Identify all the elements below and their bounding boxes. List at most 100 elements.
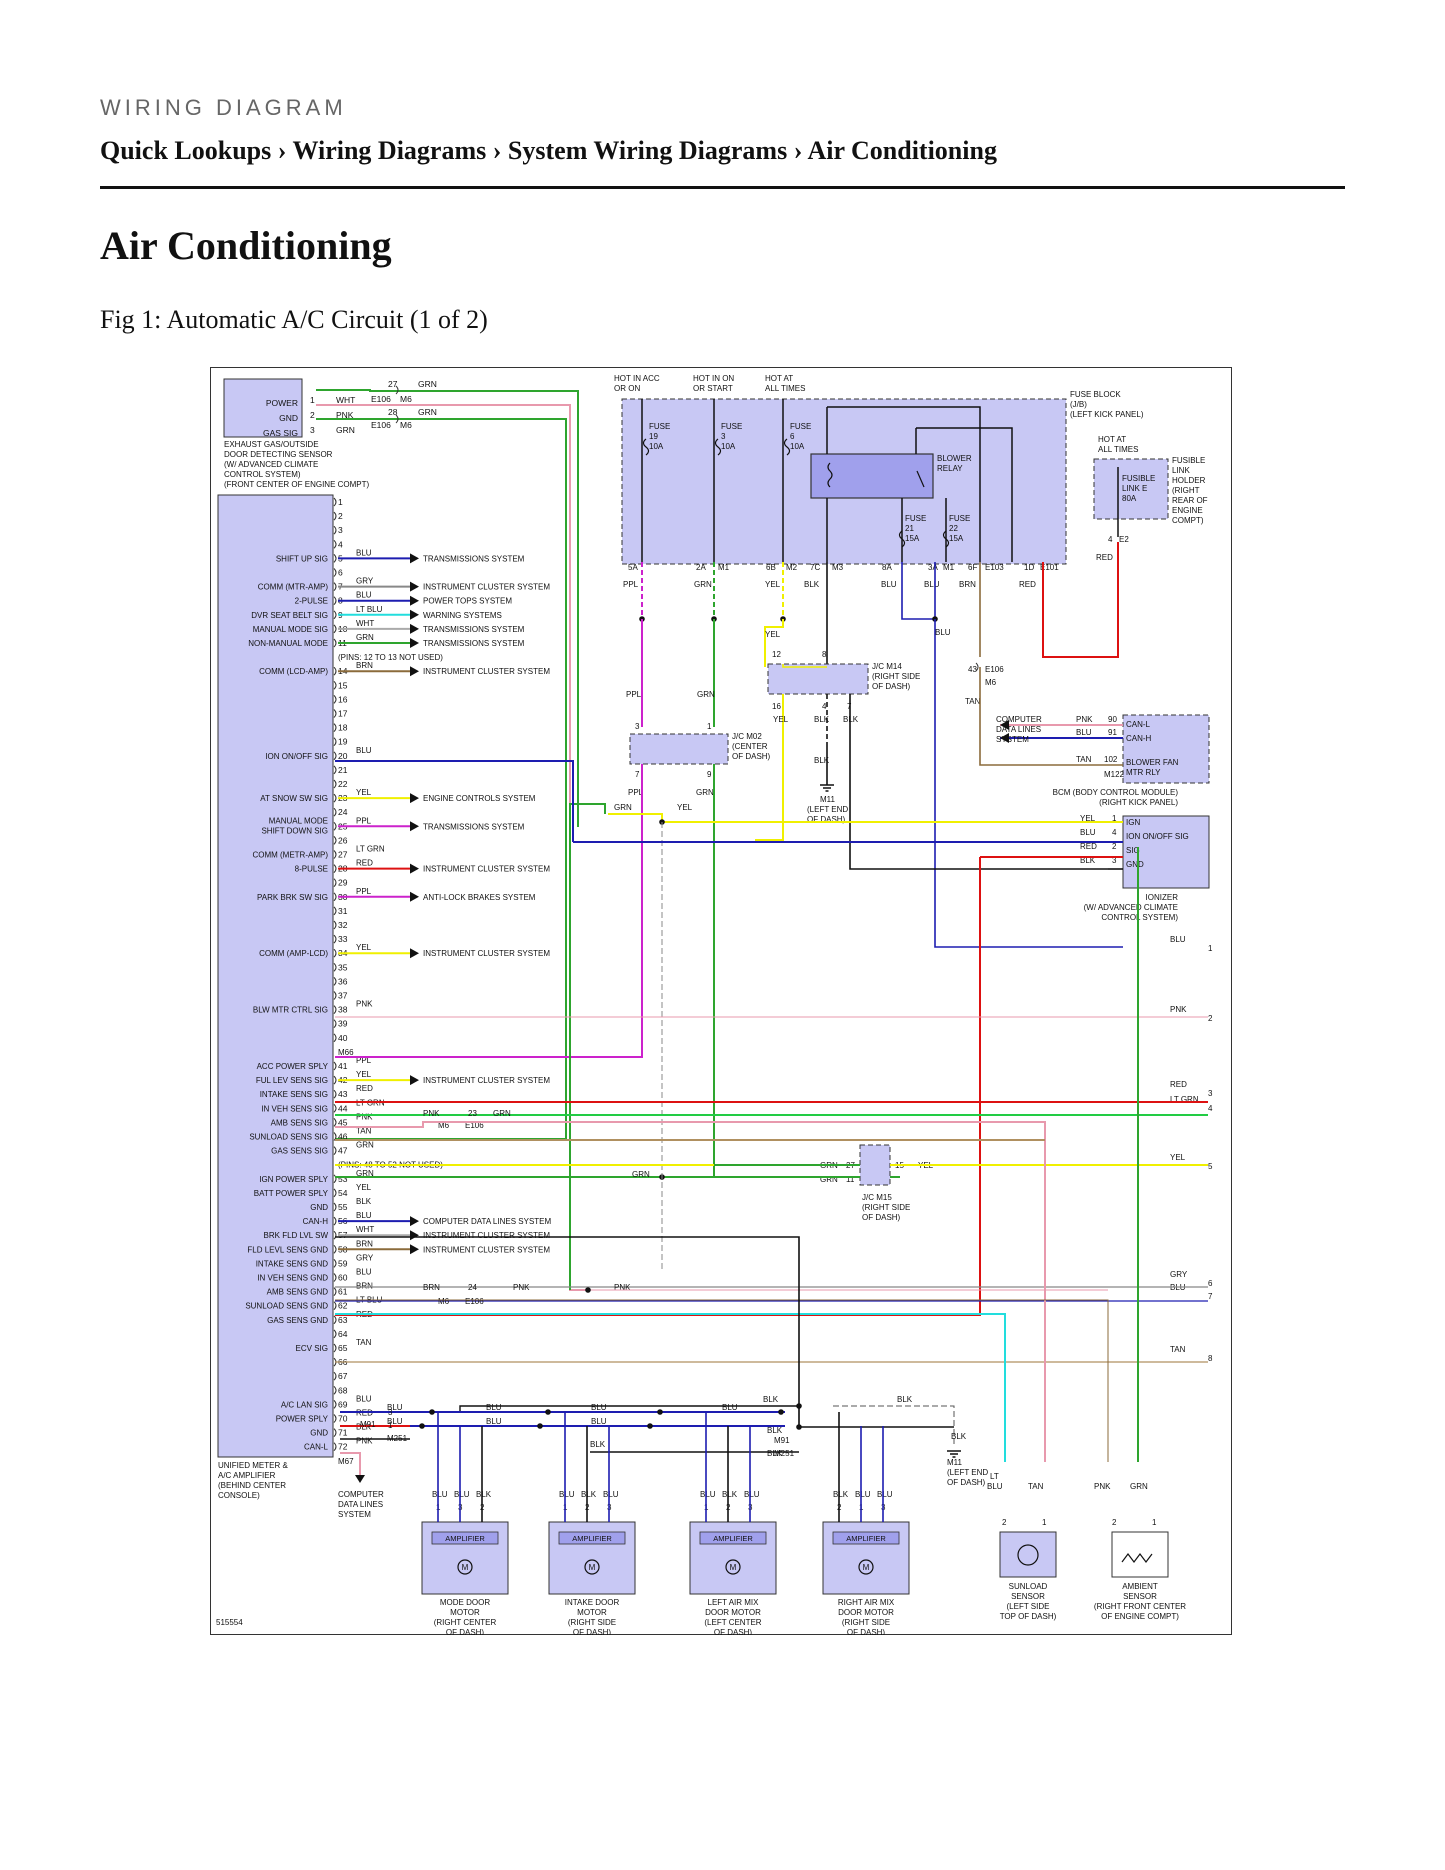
motor-icon bbox=[457, 1559, 473, 1575]
sensor-pin-number: 3 bbox=[310, 425, 315, 435]
pin-label: 12 bbox=[772, 650, 781, 659]
fuse-label: 15A bbox=[949, 534, 964, 543]
ionizer-wire-label: RED bbox=[1080, 842, 1097, 851]
exhaust-gas-sensor bbox=[223, 378, 303, 438]
grn-wire bbox=[569, 803, 606, 1290]
amplifier-wire-label: PNK bbox=[356, 1437, 373, 1446]
page-title: Air Conditioning bbox=[100, 223, 392, 268]
junction-label: J/C M14 bbox=[872, 662, 902, 671]
bus-label: BLU bbox=[486, 1417, 502, 1426]
connector-label: M251 bbox=[387, 1434, 408, 1443]
sunload-name: (LEFT SIDE bbox=[1007, 1602, 1050, 1611]
pin-label: 102 bbox=[1104, 755, 1118, 764]
wire-label: BLK bbox=[814, 715, 830, 724]
terminal-label: E103 bbox=[985, 563, 1004, 572]
connector-icon bbox=[333, 610, 337, 620]
wire-label: BLK bbox=[814, 756, 830, 765]
amplifier-pin-label: 8-PULSE bbox=[295, 865, 328, 874]
amplifier-pin-number: 17 bbox=[338, 709, 348, 719]
connector-label: E106 bbox=[371, 420, 391, 430]
amplifier-pin-number: 41 bbox=[338, 1061, 348, 1071]
amplifier-pin-label: ION ON/OFF SIG bbox=[265, 752, 328, 761]
actuator-name: MODE DOOR bbox=[440, 1598, 490, 1607]
connector-icon bbox=[333, 1118, 337, 1127]
terminal-label: 6F bbox=[968, 563, 977, 572]
connector-icon bbox=[333, 695, 337, 704]
pin-label: 4 bbox=[822, 702, 827, 711]
connector-icon bbox=[333, 1301, 337, 1311]
amplifier-wire-label: BRN bbox=[356, 1282, 373, 1291]
connector-icon bbox=[333, 1414, 337, 1423]
fuse-icon bbox=[714, 438, 722, 456]
amb-sens-wire bbox=[335, 1121, 1046, 1462]
connector-icon bbox=[333, 1385, 337, 1395]
actuator-name: (RIGHT CENTER bbox=[434, 1618, 497, 1627]
amplifier-pin-label: NON-MANUAL MODE bbox=[248, 639, 328, 648]
amplifier-wire-label: YEL bbox=[356, 943, 372, 952]
amplifier-wire-label: YEL bbox=[356, 1070, 372, 1079]
ambient-name: OF ENGINE COMPT) bbox=[1101, 1612, 1179, 1621]
breadcrumb-air-conditioning[interactable]: Air Conditioning bbox=[807, 136, 997, 165]
amplifier-wire-label: GRN bbox=[356, 1141, 374, 1150]
amplifier-wire-label: GRN bbox=[356, 1169, 374, 1178]
amb-gnd-wire bbox=[335, 1299, 1109, 1462]
amplifier-pin-number: 62 bbox=[338, 1301, 348, 1311]
sensor-wire-label: GRN bbox=[336, 425, 355, 435]
ionizer-wire-label: YEL bbox=[1080, 814, 1096, 823]
sunload-sensor-box bbox=[999, 1531, 1057, 1578]
hot-label: OR START bbox=[693, 384, 733, 393]
breadcrumb-system-wiring-diagrams[interactable]: System Wiring Diagrams bbox=[507, 136, 788, 165]
amplifier-pin-label: BLW MTR CTRL SIG bbox=[253, 1006, 328, 1015]
breadcrumb-quick-lookups[interactable]: Quick Lookups bbox=[100, 136, 272, 165]
terminal-label: 6B bbox=[766, 563, 776, 572]
amplifier-wire-label: GRN bbox=[356, 633, 374, 642]
wire-label: GRN bbox=[614, 803, 632, 812]
actuator-wire-label: BLK bbox=[476, 1490, 492, 1499]
sensor-wire-label: WHT bbox=[336, 395, 355, 405]
junction-label: (CENTER bbox=[732, 742, 768, 751]
connector-label: M6 bbox=[438, 1297, 450, 1306]
arrow-icon bbox=[410, 1244, 419, 1255]
ionizer-name: CONTROL SYSTEM) bbox=[1101, 913, 1178, 922]
amplifier-pin-label: COMM (MTR-AMP) bbox=[258, 583, 329, 592]
sensor-pin-label: GAS SIG bbox=[263, 428, 298, 438]
amplifier-pin-label: ACC POWER SPLY bbox=[257, 1062, 329, 1071]
pin-label: 1 bbox=[707, 722, 712, 731]
wire-label: GRN bbox=[1130, 1482, 1148, 1491]
wire-label: YEL bbox=[765, 630, 781, 639]
connector-icon bbox=[333, 497, 337, 507]
actuator-name: OF DASH) bbox=[714, 1628, 753, 1635]
amplifier-wire-label: RED bbox=[356, 1084, 373, 1093]
continuation-number: 3 bbox=[1208, 1089, 1213, 1098]
junction-label: OF DASH) bbox=[862, 1213, 901, 1222]
motor-icon bbox=[584, 1559, 600, 1575]
amplifier-pin-label: BRK FLD LVL SW bbox=[264, 1231, 329, 1240]
fuse-block-name: (LEFT KICK PANEL) bbox=[1070, 410, 1144, 419]
amplifier-pin-number: 19 bbox=[338, 737, 348, 747]
amplifier-pin-number: 40 bbox=[338, 1033, 348, 1043]
wire-label: PPL bbox=[628, 788, 644, 797]
connector-label: M6 bbox=[400, 394, 412, 404]
amplifier-pin-number: 59 bbox=[338, 1258, 348, 1268]
bcm-box bbox=[1122, 714, 1210, 784]
fuse-label: FUSE bbox=[790, 422, 811, 431]
wire-label: RED bbox=[1096, 553, 1113, 562]
amplifier-name: (BEHIND CENTER bbox=[218, 1481, 286, 1490]
amplifier-pin-number: 47 bbox=[338, 1146, 348, 1156]
arrow-down-icon bbox=[355, 1475, 365, 1483]
wire-label: YEL bbox=[765, 580, 781, 589]
breadcrumb-wiring-diagrams[interactable]: Wiring Diagrams bbox=[292, 136, 487, 165]
bcm-name: (RIGHT KICK PANEL) bbox=[1099, 798, 1178, 807]
actuator-wire-label: BLK bbox=[581, 1490, 597, 1499]
actuator-name: MOTOR bbox=[450, 1608, 480, 1617]
splice-dot bbox=[419, 1423, 425, 1429]
terminal-label: M1 bbox=[943, 563, 955, 572]
actuator-name: DOOR MOTOR bbox=[838, 1608, 894, 1617]
continuation-number: 8 bbox=[1208, 1354, 1213, 1363]
actuator-wire-label: BLK bbox=[722, 1490, 738, 1499]
amplifier-pin-number: 39 bbox=[338, 1019, 348, 1029]
bus-label: BLU bbox=[387, 1417, 403, 1426]
connector-icon bbox=[333, 680, 337, 690]
terminal-label: 7C bbox=[810, 563, 820, 572]
